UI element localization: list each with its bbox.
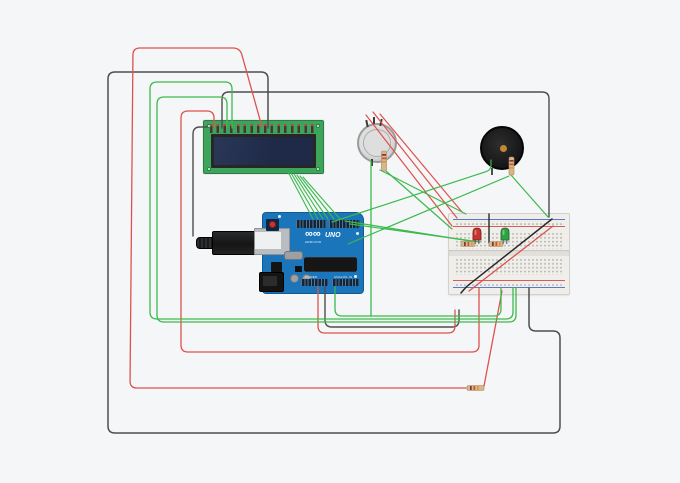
arduino-brand-label: ARDUINO <box>305 240 322 244</box>
digital-header-right[interactable] <box>296 220 326 228</box>
resistor-bottom[interactable] <box>466 385 485 391</box>
round-sensor[interactable] <box>357 117 397 166</box>
resistor-band <box>382 161 386 163</box>
lcd-screw-hole <box>207 124 211 128</box>
voltage-regulator <box>271 262 282 272</box>
crystal-oscillator <box>284 251 303 260</box>
lcd-fan-2-wire[interactable] <box>290 172 319 220</box>
power-header[interactable] <box>301 279 328 286</box>
arduino-uno-board[interactable]: ∞∞ ARDUINO UNO POWER ANALOG IN <box>254 212 364 294</box>
sensor-leg <box>371 159 373 166</box>
top-rail-holes[interactable] <box>454 221 564 225</box>
arduino-bb-green-2-wire[interactable] <box>349 223 481 243</box>
power-jack <box>259 272 284 292</box>
resistor-band <box>470 386 472 390</box>
digital-header-left[interactable] <box>329 220 360 228</box>
resistor-band <box>509 160 514 162</box>
resistor-to-breadboard-red-wire[interactable] <box>483 290 503 387</box>
arduino-green-to-breadboard-wire[interactable] <box>334 286 502 317</box>
breadboard-diagonal-red-wire[interactable] <box>468 225 554 292</box>
sensor-red-2-wire[interactable] <box>372 111 458 219</box>
resistor-band <box>499 242 501 246</box>
bottom-rail-holes[interactable] <box>454 282 564 286</box>
lower-terminal-holes[interactable] <box>454 257 564 275</box>
lcd-screen <box>214 137 313 165</box>
led-body <box>472 227 482 241</box>
atmega-ic <box>304 258 357 271</box>
breadboard-diagonal-black-wire[interactable] <box>460 218 553 294</box>
buzzer-left-green-wire[interactable] <box>331 159 492 223</box>
arduino-gnd-to-breadboard-wire[interactable] <box>324 286 460 328</box>
buzzer-leg <box>491 168 493 175</box>
resistor-band <box>382 157 386 160</box>
sensor-red-3-wire[interactable] <box>379 113 463 213</box>
top-rail-blue-line <box>453 219 565 220</box>
green-loop-b-wire[interactable] <box>149 81 514 320</box>
green-loop-a-wire[interactable] <box>156 96 517 323</box>
gnd-outer-loop-wire[interactable] <box>107 71 561 434</box>
bottom-rail-blue-line <box>453 287 565 288</box>
resistor-band <box>495 242 498 246</box>
lcd-screw-hole <box>316 167 320 171</box>
red-led[interactable] <box>472 227 482 244</box>
led-highlight <box>474 230 477 235</box>
capacitor <box>290 274 299 283</box>
piezo-buzzer[interactable] <box>480 126 524 175</box>
usb-socket-face <box>255 232 281 249</box>
led-body <box>500 227 510 241</box>
power-jack-opening <box>263 276 277 286</box>
resistor-band <box>509 163 514 166</box>
gnd-inner-loop-wire[interactable] <box>221 91 550 218</box>
resistor-band <box>382 154 386 156</box>
reset-button[interactable] <box>269 221 276 228</box>
lcd-pin-header[interactable] <box>210 126 318 133</box>
bottom-rail-red-line <box>453 280 565 281</box>
resistor-breadboard-right[interactable] <box>488 241 504 247</box>
lcd-pin1-dark-wire[interactable] <box>192 126 208 237</box>
lcd-fan-1-wire[interactable] <box>287 171 314 220</box>
resistor-band <box>473 386 476 390</box>
resistor-buzzer-leg[interactable] <box>508 156 515 176</box>
analog-header-label: ANALOG IN <box>334 275 353 279</box>
buzzer-center-dot <box>500 145 507 152</box>
arduino-5v-red-wire[interactable] <box>317 286 456 334</box>
resistor-sensor-leg[interactable] <box>381 150 387 172</box>
power-header-label: POWER <box>305 275 318 279</box>
resistor-band <box>477 386 479 390</box>
lcd-screw-hole <box>207 167 211 171</box>
lcd-pin-tips <box>210 124 318 127</box>
lcd-fan-3-wire[interactable] <box>293 173 324 220</box>
resistor-band <box>492 242 494 246</box>
resistor-band <box>509 167 514 169</box>
arduino-infinity-logo: ∞∞ <box>305 228 321 240</box>
mounting-hole <box>354 275 357 278</box>
buzzer-right-green-wire[interactable] <box>510 174 549 218</box>
sensor-resistor-green-wire[interactable] <box>385 170 453 230</box>
resistor-band <box>471 242 473 246</box>
mounting-hole <box>356 232 359 235</box>
smd-chip <box>295 266 302 272</box>
arduino-uno-label: UNO <box>325 232 341 239</box>
long-green-diagonal-wire[interactable] <box>347 175 510 245</box>
lcd-fan-4-wire[interactable] <box>296 174 329 220</box>
lcd-red-loop-wire[interactable] <box>180 110 480 353</box>
usb-socket <box>254 228 290 255</box>
top-rail-red-line <box>453 226 565 227</box>
sensor-red-1-wire[interactable] <box>365 114 453 227</box>
lcd-fan-6-wire[interactable] <box>302 176 341 220</box>
lcd-display[interactable] <box>203 120 324 174</box>
led-highlight <box>502 230 505 235</box>
lcd-screw-hole <box>316 124 320 128</box>
resistor-band <box>464 242 466 246</box>
lcd-fan-5-wire[interactable] <box>299 175 335 220</box>
red-outer-loop-wire[interactable] <box>129 47 467 389</box>
analog-header[interactable] <box>332 279 359 286</box>
mounting-hole <box>278 215 281 218</box>
resistor-breadboard-left[interactable] <box>460 241 476 247</box>
resistor-band <box>467 242 470 246</box>
sensor-pin <box>373 117 375 124</box>
green-led[interactable] <box>500 227 510 244</box>
